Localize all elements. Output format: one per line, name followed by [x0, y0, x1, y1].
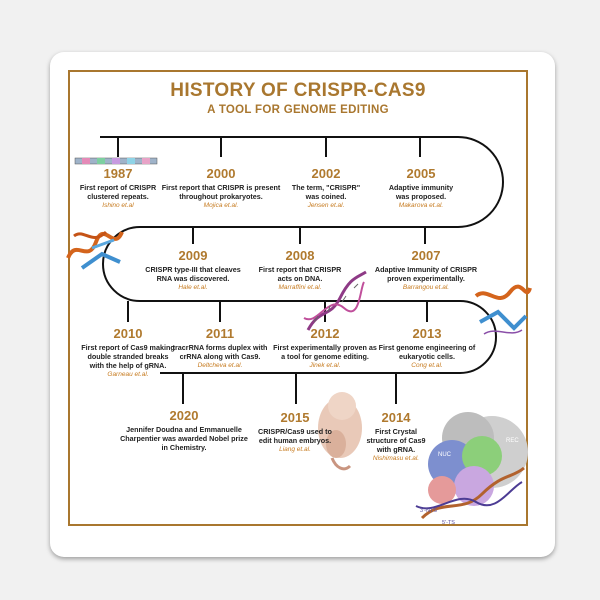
- event-author: Garneau et.al.: [107, 371, 149, 378]
- event-author: Deltcheva et.al.: [197, 362, 243, 369]
- event-year: 2011: [205, 326, 235, 341]
- event-2000: 2000 First report that CRISPR is present…: [160, 166, 282, 210]
- event-year: 2005: [406, 166, 436, 181]
- human-embryo-icon: [318, 392, 362, 471]
- protein-ribbon-icon: [66, 230, 124, 270]
- event-year: 2020: [169, 408, 199, 423]
- event-desc: CRISPR/Cas9 used to edit human embryos.: [258, 427, 332, 445]
- event-desc: First genome engineering of eukaryotic c…: [378, 343, 476, 361]
- strand-3-label: 3'-NTS: [420, 508, 437, 514]
- event-2010: 2010 First report of Cas9 making double …: [80, 326, 176, 379]
- event-2012: 2012 First experimentally proven as a to…: [272, 326, 378, 370]
- event-author: Nishimasu et.al.: [372, 455, 420, 462]
- rec-label: REC: [506, 438, 519, 444]
- event-year: 1987: [103, 166, 133, 181]
- event-desc: Adaptive immunity was proposed.: [388, 183, 454, 201]
- event-desc: First Crystal structure of Cas9 with gRN…: [366, 427, 426, 454]
- poster-title: HISTORY OF CRISPR-CAS9: [170, 80, 426, 101]
- event-2020: 2020 Jennifer Doudna and Emmanuelle Char…: [120, 408, 248, 452]
- event-author: Hale et.al.: [178, 284, 208, 291]
- crispr-repeat-strip-icon: [74, 157, 158, 165]
- event-desc: The term, "CRISPR" was coined.: [291, 183, 361, 201]
- event-year: 2008: [285, 248, 315, 263]
- event-year: 2007: [411, 248, 441, 263]
- protein-ribbon-right-icon: [474, 284, 532, 335]
- event-desc: First report of Cas9 making double stran…: [81, 343, 175, 370]
- event-2013: 2013 First genome engineering of eukaryo…: [376, 326, 478, 370]
- dna-helix-icon: [303, 270, 367, 331]
- poster-subtitle: A TOOL FOR GENOME EDITING: [207, 104, 389, 116]
- event-desc: First report of CRISPR clustered repeats…: [79, 183, 157, 201]
- event-1987: 1987 First report of CRISPR clustered re…: [72, 166, 164, 210]
- event-author: Jensen et.al.: [307, 202, 345, 209]
- event-desc: Jennifer Doudna and Emmanuelle Charpenti…: [120, 425, 248, 452]
- event-2007: 2007 Adaptive Immunity of CRISPR proven …: [368, 248, 484, 292]
- event-year: 2012: [310, 326, 340, 341]
- event-author: Mojica et.al.: [203, 202, 239, 209]
- event-desc: First report that CRISPR acts on DNA.: [258, 265, 342, 283]
- strand-5-label: 5'-TS: [442, 520, 455, 526]
- event-year: 2013: [412, 326, 442, 341]
- event-2015: 2015 CRISPR/Cas9 used to edit human embr…: [254, 410, 336, 454]
- event-2011: 2011 tracrRNA forms duplex with crRNA al…: [170, 326, 270, 370]
- event-author: Ishino et.al: [102, 202, 134, 209]
- cas9-crystal-structure-icon: NUC REC 3'-NTS 5'-TS: [415, 412, 528, 526]
- event-year: 2009: [178, 248, 208, 263]
- event-2014: 2014 First Crystal structure of Cas9 wit…: [360, 410, 432, 463]
- nuc-label: NUC: [438, 452, 452, 458]
- event-desc: CRISPR type-III that cleaves RNA was dis…: [145, 265, 241, 283]
- event-year: 2015: [280, 410, 310, 425]
- event-author: Cong et.al.: [411, 362, 443, 369]
- event-2002: 2002 The term, "CRISPR" was coined. Jens…: [288, 166, 364, 210]
- event-desc: First report that CRISPR is present thro…: [161, 183, 281, 201]
- event-author: Makarova et.al.: [398, 202, 444, 209]
- event-author: Barrangou et.al.: [402, 284, 450, 291]
- event-author: Liang et.al.: [279, 446, 311, 453]
- event-2008: 2008 First report that CRISPR acts on DN…: [258, 248, 342, 292]
- poster-frame: [68, 70, 528, 526]
- event-year: 2002: [311, 166, 341, 181]
- event-desc: First experimentally proven as a tool fo…: [273, 343, 377, 361]
- event-year: 2000: [206, 166, 236, 181]
- event-author: Marraffini et.al.: [278, 284, 322, 291]
- event-author: Jinek et.al.: [309, 362, 341, 369]
- event-2009: 2009 CRISPR type-III that cleaves RNA wa…: [140, 248, 246, 292]
- event-2005: 2005 Adaptive immunity was proposed. Mak…: [382, 166, 460, 210]
- event-desc: tracrRNA forms duplex with crRNA along w…: [172, 343, 268, 361]
- event-desc: Adaptive Immunity of CRISPR proven exper…: [374, 265, 478, 283]
- event-year: 2010: [113, 326, 143, 341]
- event-year: 2014: [381, 410, 411, 425]
